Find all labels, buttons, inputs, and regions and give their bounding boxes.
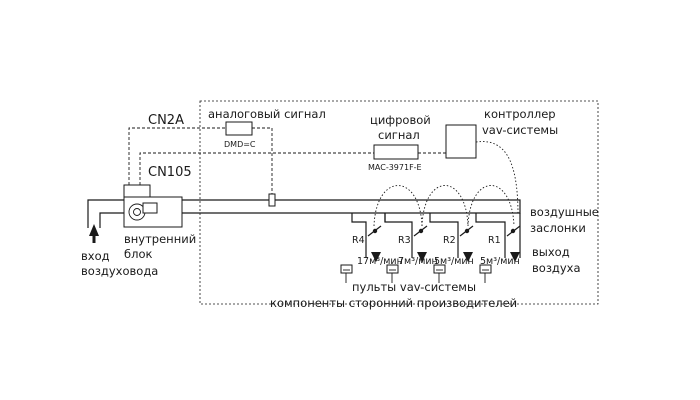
controller-label-2: vav-системы: [482, 123, 558, 137]
damper-id-label: R2: [443, 235, 456, 246]
air-dampers-label-2: заслонки: [530, 221, 586, 235]
damper-flow-label: 7м³/мин: [398, 256, 438, 267]
damper-symbols: [367, 225, 521, 237]
digital-signal-label-2: сигнал: [378, 128, 420, 142]
vav-remotes-label: пульты vav-системы: [352, 280, 476, 294]
cn2a-signal-line: [128, 127, 226, 185]
mac-module-label: MAC-3971F-E: [368, 163, 422, 172]
analog-converter: [225, 121, 253, 136]
damper-id-label: R1: [488, 235, 501, 246]
mac-module: [373, 144, 419, 160]
duct-inlet-label-2: воздуховода: [81, 264, 158, 278]
cn2a-label: CN2A: [148, 113, 184, 128]
remotes-label-line: [345, 273, 486, 283]
cn105-signal-line: [139, 152, 374, 185]
duct-inlet-label-1: вход: [81, 249, 110, 263]
outlet-arrows: [371, 252, 520, 262]
controller-label-1: контроллер: [484, 107, 556, 121]
vav-remotes: [340, 264, 492, 274]
damper-signal-chain: [373, 185, 515, 227]
vav-controller: [445, 124, 477, 159]
damper-flow-label: 17м³/мин: [357, 256, 403, 267]
air-dampers-label-1: воздушные: [530, 205, 599, 219]
indoor-unit: [123, 184, 183, 228]
dmd-label: DMD=C: [224, 140, 256, 149]
damper-id-label: R4: [352, 235, 365, 246]
branch-ducts: [351, 213, 521, 258]
air-outlet-label-1: выход: [532, 245, 570, 259]
main-duct: [87, 199, 521, 228]
duct-inlet-arrow: [89, 224, 99, 243]
third-party-boundary: [199, 100, 599, 305]
analog-signal-label: аналоговый сигнал: [208, 107, 326, 121]
duct-sensor: [268, 193, 276, 207]
digital-signal-label-1: цифровой: [370, 113, 431, 127]
damper-flow-label: 5м³/мин: [434, 256, 474, 267]
air-outlet-label-2: воздуха: [532, 261, 581, 275]
damper-flow-label: 5м³/мин: [480, 256, 520, 267]
indoor-unit-label-1: внутренний: [124, 232, 196, 246]
indoor-unit-label-2: блок: [124, 247, 152, 261]
cn105-label: CN105: [148, 165, 192, 180]
damper-id-label: R3: [398, 235, 411, 246]
third-party-label: компоненты сторонний производителей: [270, 296, 517, 310]
controller-link: [475, 141, 519, 216]
